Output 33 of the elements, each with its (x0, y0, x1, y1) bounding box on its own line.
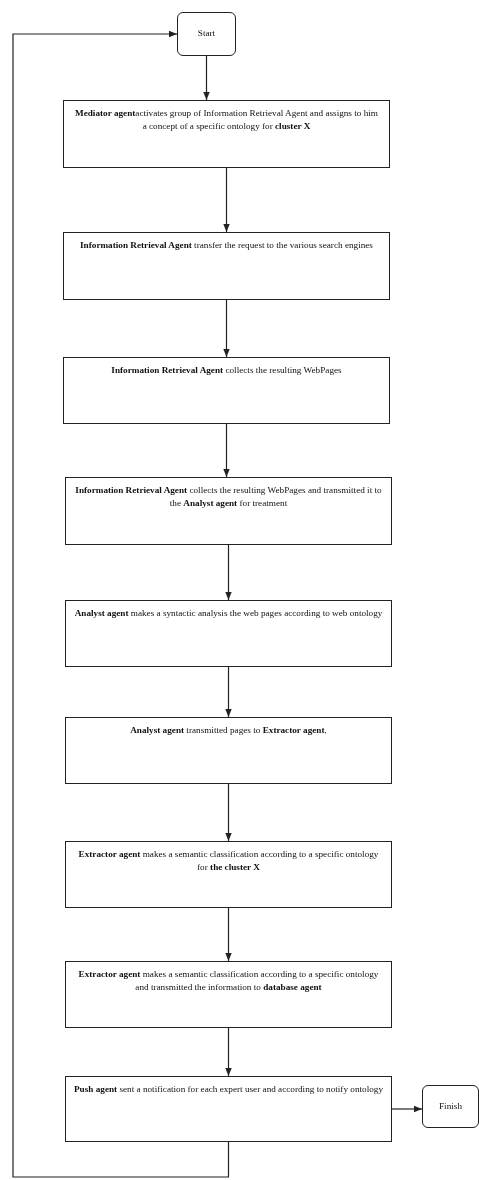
arrow (225, 666, 232, 718)
arrow (203, 55, 210, 101)
arrow (225, 1027, 232, 1077)
node-text: Finish (439, 1099, 462, 1113)
arrow (223, 299, 230, 358)
node-text: Analyst agent makes a syntactic analysis the web pages according to web ontology (74, 607, 383, 620)
terminal-box (177, 12, 236, 56)
process-box (65, 600, 392, 667)
process-box (65, 961, 392, 1028)
process-box (65, 1076, 392, 1142)
node-text: Information Retrieval Agent collects the resulting WebPages (111, 364, 342, 377)
arrow (225, 544, 232, 601)
arrow (391, 1105, 423, 1113)
process-box (63, 100, 390, 168)
arrow (223, 423, 230, 478)
node-text: Start (197, 27, 216, 41)
terminal-box (422, 1085, 479, 1128)
node-text: Mediator agentactivates group of Information Retrieval Agent and assigns to him a concept of a specific ontology for cluster X (74, 107, 379, 134)
arrow (225, 783, 232, 842)
node-text: Push agent sent a notification for each expert user and according to notify ontology (74, 1083, 383, 1096)
node-text: Extractor agent makes a semantic classification according to a specific ontology and transmitted the information to database agent (77, 968, 380, 995)
node-text: Extractor agent makes a semantic classification according to a specific ontology for the cluster X (77, 848, 380, 875)
process-box (65, 717, 392, 784)
node-text: Information Retrieval Agent transfer the request to the various search engines (80, 239, 373, 252)
node-text: Analyst agent transmitted pages to Extractor agent, (130, 724, 327, 737)
process-box (65, 477, 392, 545)
process-box (65, 841, 392, 908)
arrow (225, 907, 232, 962)
node-text: Information Retrieval Agent collects the resulting WebPages and transmitted it to the Analyst agent for treatment (74, 484, 383, 511)
arrow (12, 30, 230, 1178)
arrow (223, 167, 230, 233)
process-box (63, 232, 390, 300)
process-box (63, 357, 390, 424)
